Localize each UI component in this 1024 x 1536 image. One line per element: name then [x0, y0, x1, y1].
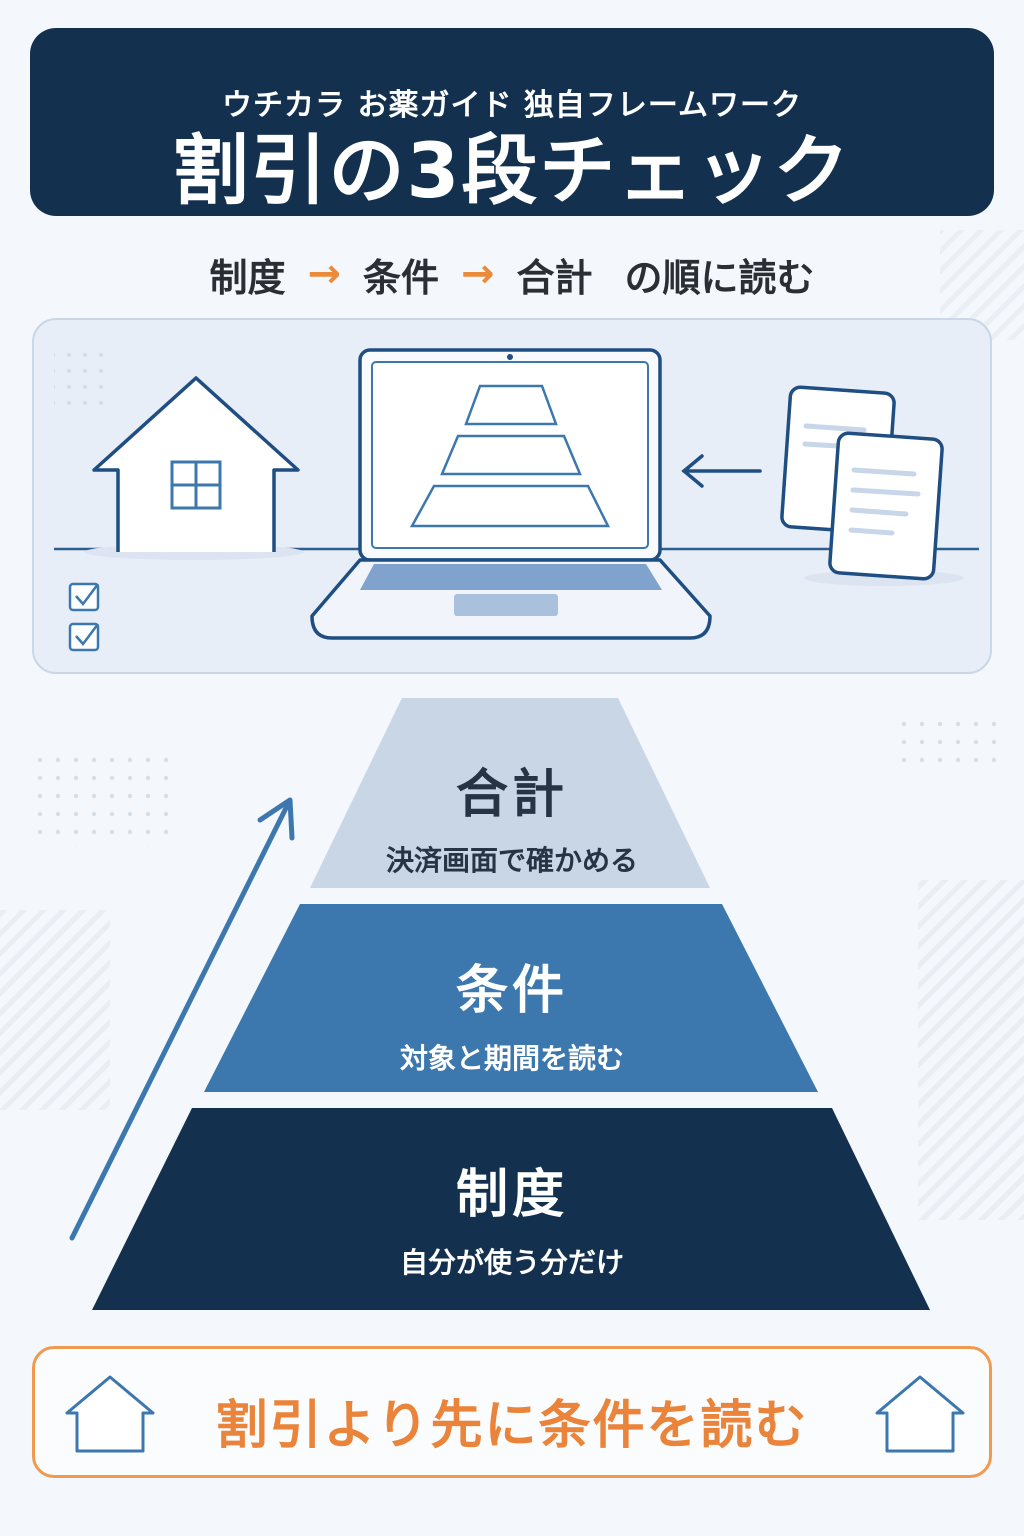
- tier-bottom-label: 制度 自分が使う分だけ: [0, 1152, 1024, 1281]
- tier-bottom-subtitle: 自分が使う分だけ: [399, 1246, 624, 1279]
- illustration-scene: [54, 342, 979, 652]
- reading-order-flow: 制度 → 条件 → 合計 の順に読む: [0, 244, 1024, 304]
- flow-step-1: 制度: [209, 255, 286, 300]
- home-outline-icon: [65, 1375, 155, 1453]
- up-arrow-icon: [69, 797, 295, 1241]
- tier-bottom-title: 制度: [455, 1165, 568, 1225]
- tier-middle-subtitle: 対象と期間を読む: [399, 1042, 624, 1075]
- flow-step-3: 合計: [516, 255, 593, 300]
- flow-arrow-icon: →: [307, 251, 341, 297]
- tier-top-label: 合計 決済画面で確かめる: [0, 752, 1024, 879]
- key-message-callout: 割引より先に条件を読む: [32, 1346, 992, 1478]
- checkbox-icon: [68, 582, 100, 652]
- flow-step-2: 条件: [362, 255, 439, 300]
- pyramid-tier-bottom: [92, 1108, 930, 1310]
- pyramid-diagram: [69, 698, 930, 1310]
- left-arrow-icon: [681, 454, 762, 488]
- flow-arrow-icon: →: [461, 251, 495, 297]
- pyramid-tier-top: [310, 698, 710, 888]
- house-icon: [92, 376, 300, 552]
- pyramid-tier-middle: [204, 904, 818, 1092]
- documents-icon: [780, 385, 944, 581]
- home-outline-icon: [875, 1375, 965, 1453]
- tier-top-title: 合計: [455, 765, 568, 825]
- tier-top-subtitle: 決済画面で確かめる: [385, 844, 638, 877]
- header-subtitle: ウチカラ お薬ガイド 独自フレームワーク: [222, 88, 802, 123]
- tier-middle-label: 条件 対象と期間を読む: [0, 948, 1024, 1077]
- page-title: 割引の3段チェック: [172, 126, 852, 215]
- header-banner: ウチカラ お薬ガイド 独自フレームワーク 割引の3段チェック: [30, 28, 994, 216]
- illustration-panel: [32, 318, 992, 674]
- tier-middle-title: 条件: [455, 961, 568, 1021]
- laptop-icon: [310, 348, 712, 640]
- key-message-text: 割引より先に条件を読む: [215, 1396, 809, 1456]
- flow-tail-text: の順に読む: [624, 255, 815, 300]
